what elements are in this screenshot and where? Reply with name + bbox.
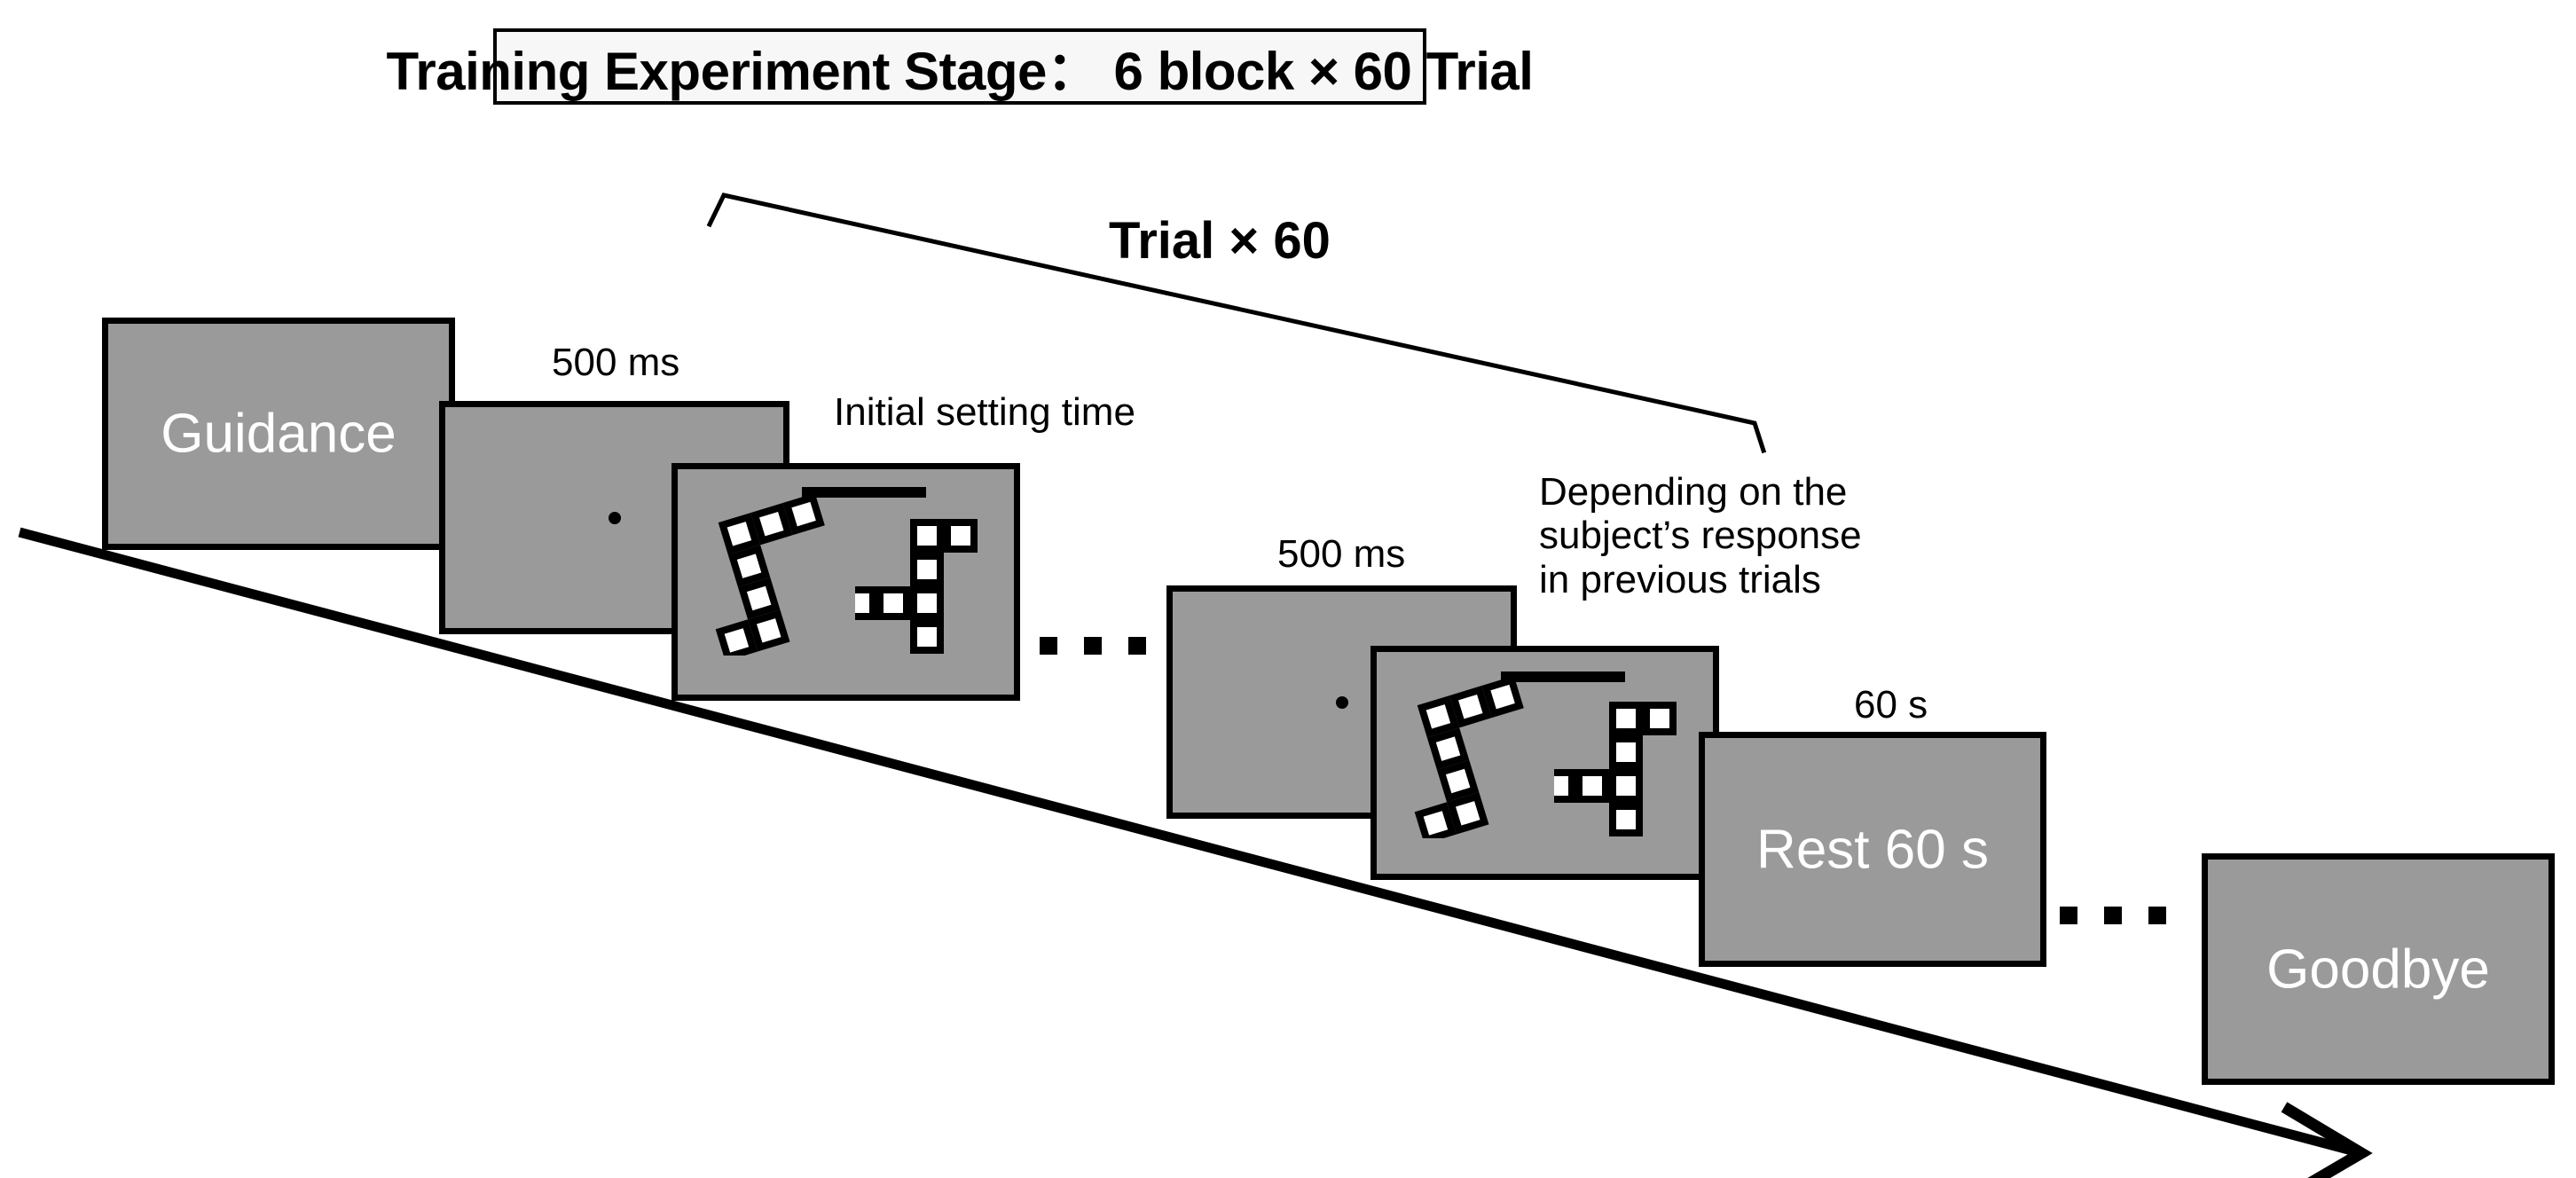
block-figure-left [1414,679,1524,838]
guidance-label: Guidance [161,403,397,465]
ellipsis-dot [2060,907,2077,924]
screen-goodbye: Goodbye [2202,853,2555,1085]
depending-line-3: in previous trials [1539,557,1821,601]
caption-500ms-first: 500 ms [552,341,680,384]
ellipsis-dot [1040,637,1057,655]
block-figure-right [855,519,978,654]
reference-bar [802,487,926,498]
ellipsis-dot [2148,907,2166,924]
trial-bracket-label: Trial × 60 [1109,212,1331,270]
rest-label: Rest 60 s [1756,818,1989,880]
goodbye-label: Goodbye [2266,938,2490,1000]
ellipsis-dot [1128,637,1146,655]
experiment-title-box: Training Experiment Stage： 6 block × 60 … [387,28,1534,105]
reference-bar [1501,671,1625,682]
screen-guidance: Guidance [102,318,455,550]
ellipsis-dot [2104,907,2122,924]
depending-line-2: subject’s response [1539,514,1862,558]
caption-initial-setting-time: Initial setting time [834,390,1135,434]
screen-stimulus-second [1370,646,1719,880]
ellipsis-mid [1040,637,1146,655]
fixation-dot [608,511,621,524]
caption-500ms-second: 500 ms [1277,532,1406,576]
block-figure-left [715,496,825,656]
block-figure-right [1554,702,1677,836]
ellipsis-dot [1084,637,1102,655]
screen-stimulus-first [671,463,1020,701]
screen-rest: Rest 60 s [1699,732,2046,967]
ellipsis-right [2060,907,2166,924]
caption-rest-duration: 60 s [1854,683,1928,726]
fixation-dot [1335,695,1348,709]
depending-line-1: Depending on the [1539,470,1848,514]
page-title: Training Experiment Stage： 6 block × 60 … [386,41,1534,101]
